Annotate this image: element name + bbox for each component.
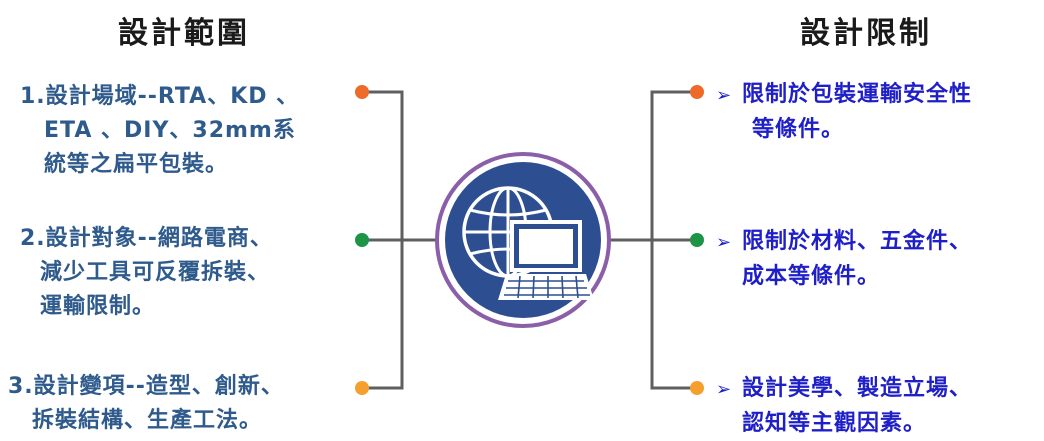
arrow-bullet-icon: ➢ (716, 232, 733, 253)
right-heading: 設計限制 (800, 16, 932, 51)
scope-item-1: 1.設計場域--RTA、KD 、 ETA 、DIY、32mm系 統等之扁平包裝。 (20, 80, 299, 182)
item-text-line: 認知等主觀因素。 (742, 411, 927, 436)
left-connector-3 (362, 240, 404, 390)
arrow-bullet-icon: ➢ (716, 379, 733, 400)
item-text-line: ➢限制於材料、五金件、 (716, 225, 972, 260)
right-dot-2 (690, 233, 704, 247)
scope-item-3: 3.設計變項--造型、創新、 拆裝結構、生產工法。 (8, 370, 284, 438)
constraint-item-1: ➢限制於包裝運輸安全性 等條件。 (716, 78, 972, 147)
constraint-item-2: ➢限制於材料、五金件、 成本等條件。 (716, 225, 972, 294)
item-text-line: ETA 、DIY、32mm系 (44, 118, 296, 143)
left-dot-3 (355, 381, 369, 395)
item-text-line: 統等之扁平包裝。 (44, 152, 229, 177)
left-dot-1 (355, 85, 369, 99)
scope-item-2: 2.設計對象--網路電商、 減少工具可反覆拆裝、 運輸限制。 (20, 222, 273, 324)
item-text-line: 1.設計場域--RTA、KD 、 (20, 84, 300, 109)
item-text-line: 拆裝結構、生產工法。 (32, 408, 263, 433)
constraint-item-3: ➢設計美學、製造立場、 認知等主觀因素。 (716, 372, 972, 441)
right-dot-1 (690, 85, 704, 99)
left-dot-2 (355, 233, 369, 247)
arrow-bullet-icon: ➢ (716, 85, 733, 106)
item-text-line: 等條件。 (752, 117, 845, 142)
item-text-line: ➢限制於包裝運輸安全性 (716, 78, 972, 113)
item-text-line: 2.設計對象--網路電商、 (20, 226, 273, 251)
center-emblem (435, 152, 611, 328)
item-text-line: 3.設計變項--造型、創新、 (8, 374, 284, 399)
item-text-line: ➢設計美學、製造立場、 (716, 372, 972, 407)
left-connector-1 (362, 90, 404, 240)
globe-laptop-icon (462, 186, 594, 300)
item-text-line: 運輸限制。 (40, 294, 156, 319)
item-text-line: 減少工具可反覆拆裝、 (40, 260, 271, 285)
item-text-line: 成本等條件。 (742, 264, 881, 289)
right-connectors (606, 90, 697, 390)
right-dot-3 (690, 381, 704, 395)
left-connectors (362, 90, 440, 390)
left-heading: 設計範圍 (118, 16, 250, 51)
right-connector-1 (650, 90, 697, 240)
right-connector-3 (650, 240, 697, 390)
